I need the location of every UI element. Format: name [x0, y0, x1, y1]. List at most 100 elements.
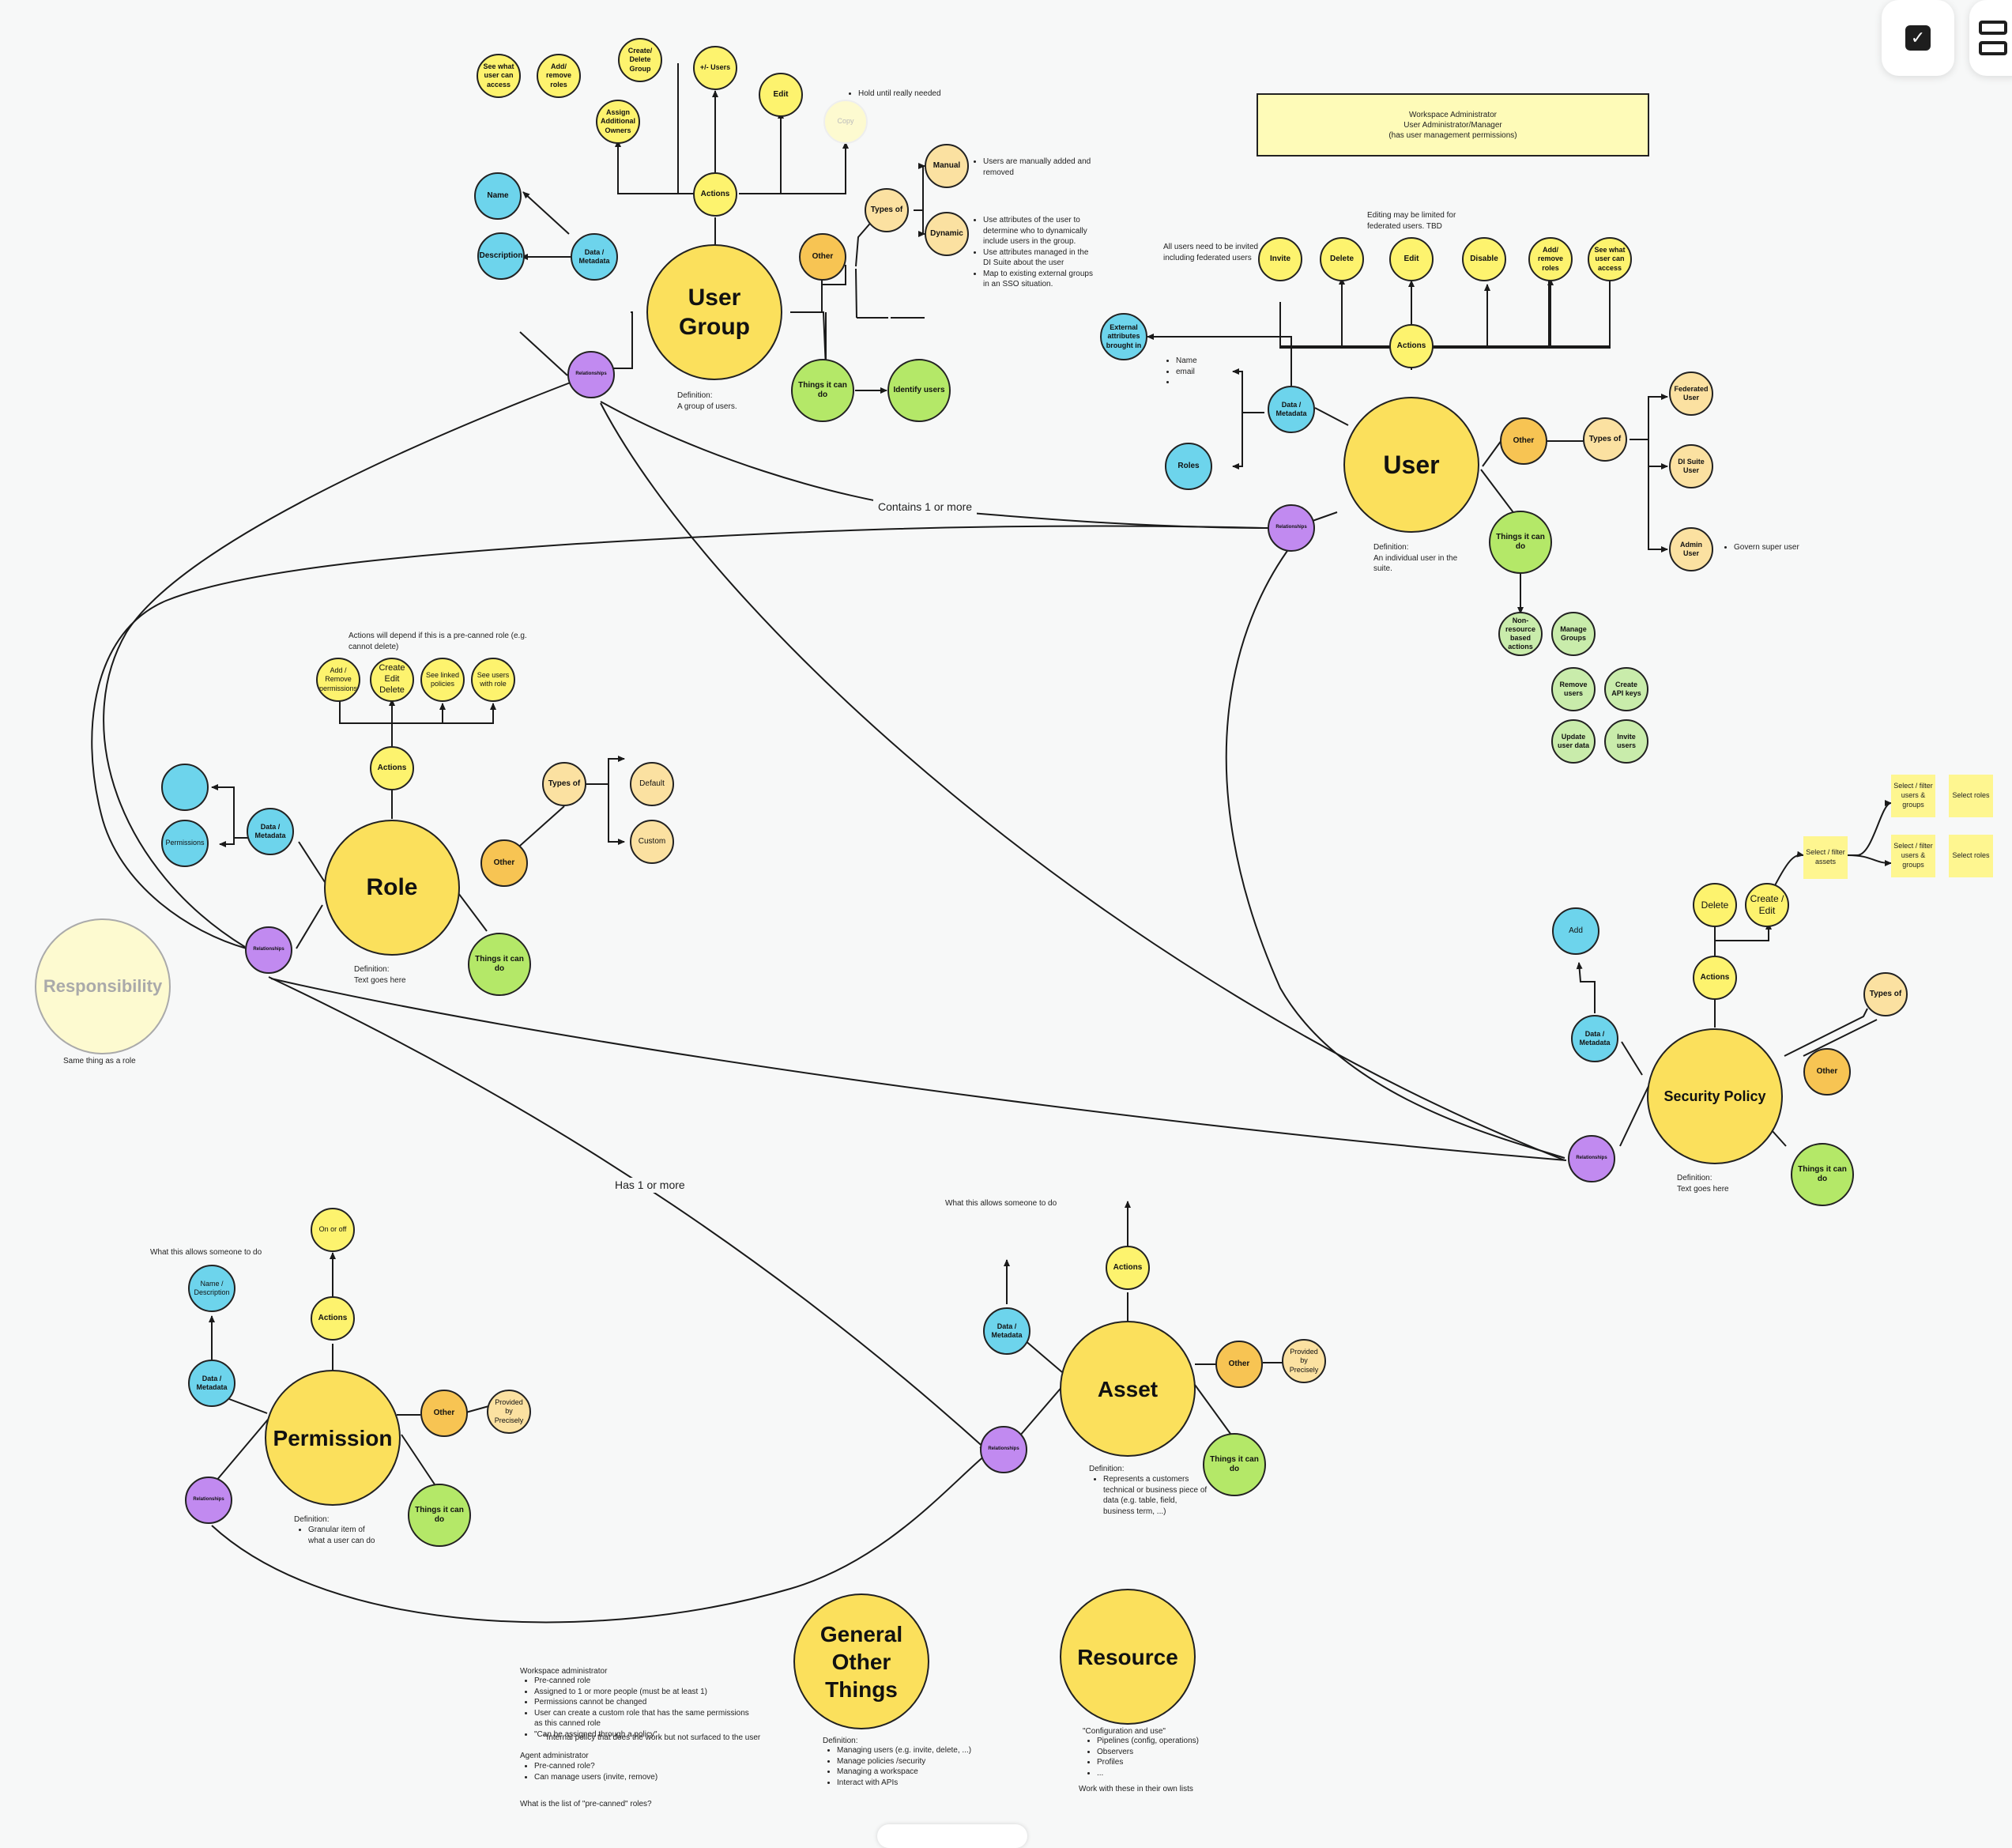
perm-other-node[interactable]: Other — [420, 1390, 468, 1437]
user-nonresource-node[interactable]: Non-resource based actions — [1498, 612, 1543, 656]
asset-def-title: Definition: — [1089, 1465, 1125, 1473]
ug-data-node[interactable]: Data / Metadata — [571, 233, 618, 281]
role-definition-title: Definition: — [354, 965, 390, 974]
sp-select-assets-sticky[interactable]: Select / filter assets — [1803, 836, 1848, 879]
sp-relationships-node[interactable]: Relationships — [1568, 1135, 1615, 1182]
user-relationships-node[interactable]: Relationships — [1268, 504, 1315, 552]
asset-node[interactable]: Asset — [1060, 1321, 1196, 1457]
ug-relationships-node[interactable]: Relationships — [567, 351, 615, 398]
user-api-keys-node[interactable]: Create API keys — [1604, 667, 1648, 711]
sp-actions-node[interactable]: Actions — [1693, 956, 1737, 1000]
sp-create-edit-node[interactable]: Create / Edit — [1745, 883, 1789, 927]
user-disable-node[interactable]: Disable — [1462, 237, 1506, 281]
perm-onoff-node[interactable]: On or off — [311, 1208, 355, 1252]
role-data-node[interactable]: Data / Metadata — [247, 808, 294, 855]
perm-data-node[interactable]: Data / Metadata — [188, 1360, 235, 1407]
role-actions-node[interactable]: Actions — [370, 746, 414, 790]
general-node[interactable]: General Other Things — [793, 1593, 929, 1729]
role-relationships-node[interactable]: Relationships — [245, 926, 292, 974]
role-create-node[interactable]: Create Edit Delete — [370, 658, 414, 702]
ug-dynamic-node[interactable]: Dynamic — [925, 212, 969, 256]
ug-users-node[interactable]: +/- Users — [693, 46, 737, 90]
user-roles-node[interactable]: Roles — [1165, 443, 1212, 490]
ug-types-node[interactable]: Types of — [865, 188, 909, 232]
asset-actions-node[interactable]: Actions — [1106, 1246, 1150, 1290]
asset-things-node[interactable]: Things it can do — [1203, 1433, 1266, 1496]
perm-provided-node[interactable]: Provided by Precisely — [487, 1390, 531, 1434]
resource-node[interactable]: Resource — [1060, 1589, 1196, 1725]
responsibility-node[interactable]: Responsibility — [35, 918, 171, 1054]
sp-other-node[interactable]: Other — [1803, 1048, 1851, 1096]
user-see-access-node[interactable]: See what user can access — [1588, 237, 1632, 281]
asset-relationships-node[interactable]: Relationships — [980, 1426, 1027, 1473]
user-remove-users-node[interactable]: Remove users — [1551, 667, 1596, 711]
role-custom-node[interactable]: Custom — [630, 820, 674, 864]
user-admin-node[interactable]: Admin User — [1669, 527, 1713, 571]
security-policy-node[interactable]: Security Policy — [1647, 1028, 1783, 1164]
ug-see-access-node[interactable]: See what user can access — [477, 54, 521, 98]
user-add-remove-roles-node[interactable]: Add/ remove roles — [1528, 237, 1573, 281]
user-node[interactable]: User — [1343, 397, 1479, 533]
user-edit-node[interactable]: Edit — [1389, 237, 1434, 281]
ug-add-remove-roles-node[interactable]: Add/ remove roles — [537, 54, 581, 98]
layers-button[interactable] — [1969, 0, 2012, 76]
sp-delete-node[interactable]: Delete — [1693, 883, 1737, 927]
role-things-node[interactable]: Things it can do — [468, 933, 531, 996]
user-things-node[interactable]: Things it can do — [1489, 511, 1552, 574]
sp-types-node[interactable]: Types of — [1863, 972, 1908, 1016]
perm-things-node[interactable]: Things it can do — [408, 1484, 471, 1547]
bottom-toolbar-tab[interactable] — [877, 1824, 1027, 1848]
ug-name-node[interactable]: Name — [474, 172, 522, 220]
role-permissions-node[interactable]: Permissions — [161, 820, 209, 867]
ug-assign-owners-node[interactable]: Assign Additional Owners — [596, 100, 640, 144]
user-other-node[interactable]: Other — [1500, 417, 1547, 465]
user-invite-node[interactable]: Invite — [1258, 237, 1302, 281]
asset-data-node[interactable]: Data / Metadata — [983, 1307, 1030, 1355]
ug-other-node[interactable]: Other — [799, 233, 846, 281]
user-manage-groups-node[interactable]: Manage Groups — [1551, 612, 1596, 656]
role-types-node[interactable]: Types of — [542, 762, 586, 806]
perm-allows-note: What this allows someone to do — [150, 1248, 262, 1257]
permission-node[interactable]: Permission — [265, 1370, 401, 1506]
user-invite-users-node[interactable]: Invite users — [1604, 719, 1648, 764]
sp-things-node[interactable]: Things it can do — [1791, 1143, 1854, 1206]
ug-copy-node[interactable]: Copy — [823, 100, 868, 144]
user-types-node[interactable]: Types of — [1583, 417, 1627, 462]
user-group-node[interactable]: User Group — [646, 244, 782, 380]
role-name-node[interactable] — [161, 764, 209, 811]
user-update-data-node[interactable]: Update user data — [1551, 719, 1596, 764]
sp-data-node[interactable]: Data / Metadata — [1571, 1015, 1618, 1062]
ug-identify-node[interactable]: Identify users — [887, 359, 951, 422]
user-external-node[interactable]: External attributes brought in — [1100, 313, 1147, 360]
ug-description-node[interactable]: Description — [477, 232, 525, 280]
perm-name-node[interactable]: Name / Description — [188, 1265, 235, 1312]
ug-create-delete-node[interactable]: Create/ Delete Group — [618, 38, 662, 82]
sp-select-users-sticky-1[interactable]: Select / filter users & groups — [1891, 775, 1935, 817]
sp-select-roles-sticky-2[interactable]: Select roles — [1949, 835, 1993, 877]
role-default-node[interactable]: Default — [630, 762, 674, 806]
perm-relationships-node[interactable]: Relationships — [185, 1477, 232, 1524]
role-see-users-node[interactable]: See users with role — [471, 658, 515, 702]
task-button[interactable]: ✓ — [1882, 0, 1954, 76]
ug-things-node[interactable]: Things it can do — [791, 359, 854, 422]
ug-actions-node[interactable]: Actions — [693, 172, 737, 217]
perm-actions-node[interactable]: Actions — [311, 1296, 355, 1341]
sp-add-node[interactable]: Add — [1552, 907, 1599, 955]
role-see-linked-node[interactable]: See linked policies — [420, 658, 465, 702]
ug-edit-node[interactable]: Edit — [759, 73, 803, 117]
asset-provided-node[interactable]: Provided by Precisely — [1282, 1339, 1326, 1383]
user-data-node[interactable]: Data / Metadata — [1268, 386, 1315, 433]
ws-admin-sub: "Internal policy that does the work but … — [544, 1733, 761, 1742]
ug-manual-node[interactable]: Manual — [925, 144, 969, 188]
asset-other-node[interactable]: Other — [1215, 1341, 1263, 1388]
user-actions-node[interactable]: Actions — [1389, 324, 1434, 368]
user-disuite-node[interactable]: DI Suite User — [1669, 444, 1713, 488]
sp-select-roles-sticky-1[interactable]: Select roles — [1949, 775, 1993, 817]
role-node[interactable]: Role — [324, 820, 460, 956]
sp-select-users-sticky-2[interactable]: Select / filter users & groups — [1891, 835, 1935, 877]
role-add-remove-node[interactable]: Add / Remove permissions — [316, 658, 360, 702]
user-federated-node[interactable]: Federated User — [1669, 371, 1713, 416]
role-other-node[interactable]: Other — [480, 839, 528, 887]
user-delete-node[interactable]: Delete — [1320, 237, 1364, 281]
